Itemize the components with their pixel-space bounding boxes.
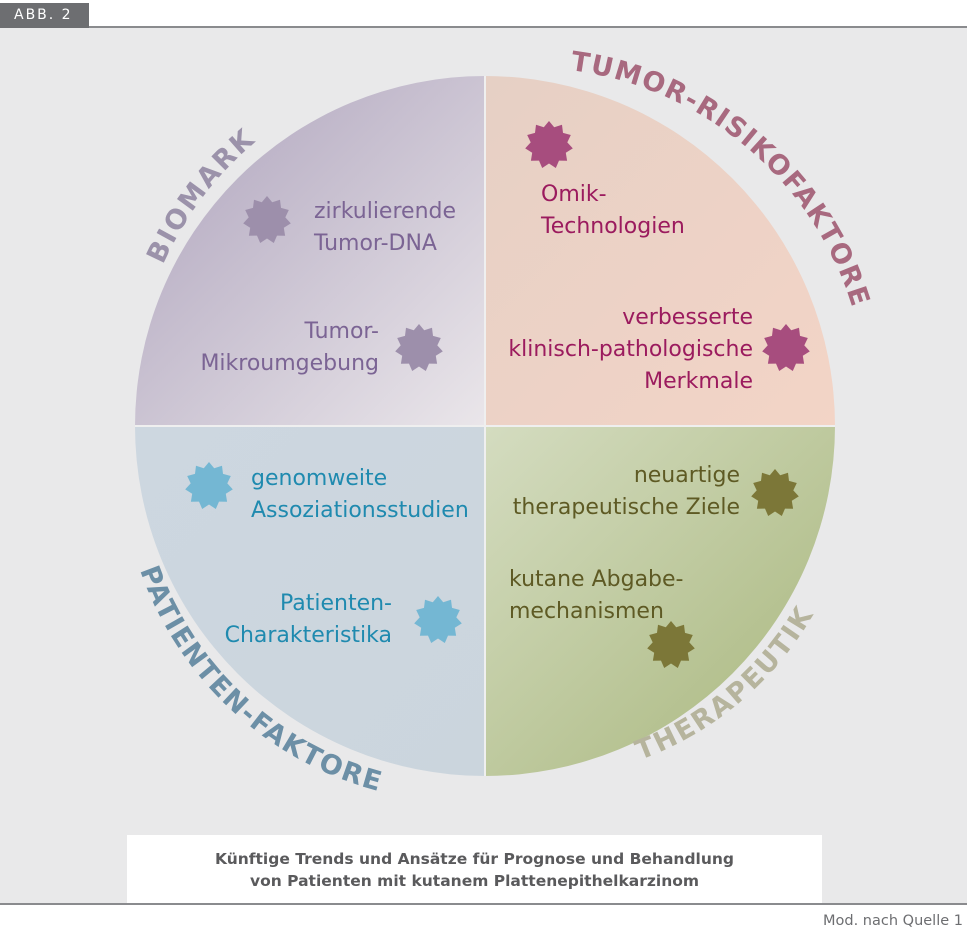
therapeutics-item-2-star-icon: [647, 621, 695, 668]
trend-circle-diagram: BIOMARKER TUMOR-RISIKOFAKTOREN PATIENTEN…: [0, 28, 874, 798]
therapeutics-item-2-line-1: kutane Abgabe-: [509, 567, 684, 592]
therapeutics-item-2-line-2: mechanismen: [509, 599, 664, 624]
biomarker-item-2-label: Tumor- Mikroumgebung: [200, 319, 379, 376]
patient-item-2-line-2: Charakteristika: [225, 623, 392, 648]
figure-label: ABB. 2: [0, 3, 89, 28]
tumor-risk-item-2-line-2: klinisch-pathologische: [508, 337, 753, 362]
biomarker-item-1-line-1: zirkulierende: [314, 199, 456, 224]
biomarker-item-2-line-2: Mikroumgebung: [200, 351, 379, 376]
patient-item-2-star-icon: [414, 596, 462, 643]
quadrant-therapeutics: [485, 426, 835, 776]
caption-line-1: Künftige Trends und Ansätze für Prognose…: [214, 850, 735, 868]
patient-item-2-label: Patienten- Charakteristika: [225, 591, 392, 648]
biomarker-item-1-line-2: Tumor-DNA: [313, 231, 437, 256]
caption-box: Künftige Trends und Ansätze für Prognose…: [127, 835, 822, 903]
therapeutics-item-1-line-2: therapeutische Ziele: [513, 495, 740, 520]
footer-rule: [0, 903, 967, 905]
header-rule: [89, 26, 967, 28]
patient-item-2-line-1: Patienten-: [280, 591, 392, 616]
patient-item-1-star-icon: [185, 462, 233, 509]
quadrant-patient-segment: [135, 426, 485, 776]
tumor-risk-item-1-star-icon: [525, 121, 573, 168]
quadrant-tumor-risk: [485, 76, 835, 426]
therapeutics-item-1-star-icon: [751, 469, 799, 516]
source-note: Mod. nach Quelle 1: [823, 913, 963, 929]
tumor-risk-item-1-line-2: Technologien: [540, 214, 685, 239]
tumor-risk-item-2-star-icon: [762, 324, 810, 371]
tumor-risk-item-2-line-1: verbesserte: [622, 305, 753, 330]
therapeutics-item-1-label: neuartige therapeutische Ziele: [513, 463, 740, 520]
tumor-risk-item-2-line-3: Merkmale: [644, 369, 753, 394]
quadrant-patient: [135, 426, 485, 776]
tumor-risk-item-1-line-1: Omik-: [541, 182, 607, 207]
figure-panel: BIOMARKER TUMOR-RISIKOFAKTOREN PATIENTEN…: [0, 28, 967, 903]
therapeutics-item-2-label: kutane Abgabe-mechanismen: [509, 567, 684, 624]
biomarker-item-1-star-icon: [243, 196, 291, 243]
tumor-risk-item-1-label: Omik- Technologien: [540, 182, 685, 239]
patient-item-1-line-2: Assoziationsstudien: [251, 498, 469, 523]
biomarker-item-2-line-1: Tumor-: [303, 319, 379, 344]
therapeutics-item-1-line-1: neuartige: [634, 463, 740, 488]
patient-item-1-line-1: genomweite: [251, 466, 387, 491]
caption-line-2: von Patienten mit kutanem Plattenepithel…: [249, 872, 700, 890]
biomarker-item-2-star-icon: [395, 324, 443, 371]
quadrant-therapeutics-segment: [485, 426, 835, 776]
quadrant-tumor-risk-segment: [485, 76, 835, 426]
